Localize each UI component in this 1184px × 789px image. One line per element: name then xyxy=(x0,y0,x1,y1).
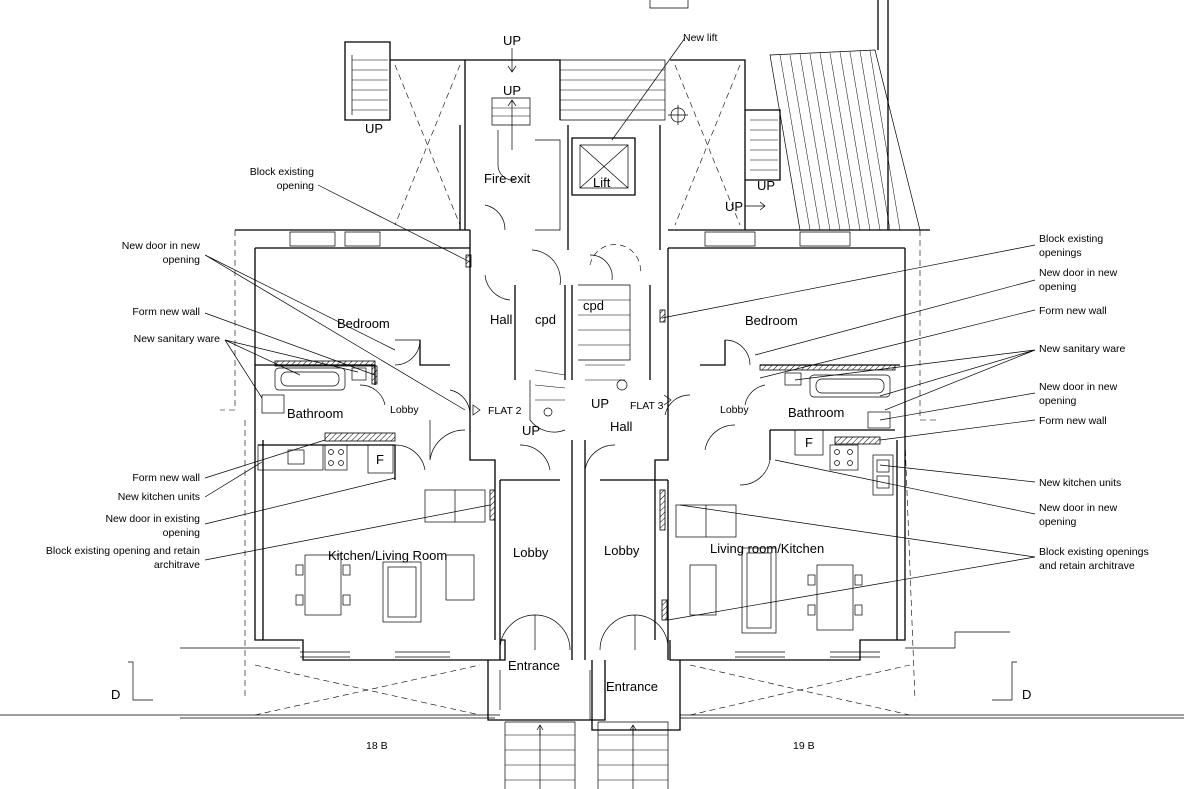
fixtures xyxy=(257,367,894,634)
note-new-door-existing-1: New door in existing xyxy=(105,513,200,525)
note-new-door-c-1: New door in new xyxy=(1039,502,1118,514)
note-block-existing-opening-2: opening xyxy=(277,180,315,192)
room-label-entrance-right: Entrance xyxy=(606,679,658,694)
note-form-new-wall-top: Form new wall xyxy=(132,306,200,318)
note-new-kitchen-units-right: New kitchen units xyxy=(1039,477,1121,489)
door-swings xyxy=(359,204,771,651)
tag-up-right-outer: UP xyxy=(725,199,743,214)
note-new-door-existing-2: opening xyxy=(163,527,201,539)
note-block-existing-opening-1: Block existing xyxy=(250,166,314,178)
tag-section-right: D xyxy=(1022,687,1031,702)
note-new-sanitary-ware-left: New sanitary ware xyxy=(134,333,221,345)
room-label-lobby-left: Lobby xyxy=(513,545,549,560)
room-label-lift: Lift xyxy=(593,175,611,190)
note-block-retain-right-2: and retain architrave xyxy=(1039,560,1135,572)
note-new-door-new-opening-2: opening xyxy=(163,254,201,266)
tag-up-right-stair: UP xyxy=(757,178,775,193)
note-form-new-wall-bottom: Form new wall xyxy=(132,472,200,484)
room-label-kitchen-living: Kitchen/Living Room xyxy=(328,548,447,563)
tag-up-left-stair: UP xyxy=(365,121,383,136)
room-label-cpd-right: cpd xyxy=(583,298,604,313)
tag-section-left: D xyxy=(111,687,120,702)
tag-fridge-left: F xyxy=(376,452,384,467)
room-label-fire-exit: Fire exit xyxy=(484,171,531,186)
tag-up-stair: UP xyxy=(503,83,521,98)
note-block-retain-1: Block existing opening and retain xyxy=(46,545,200,557)
room-label-living-kitchen: Living room/Kitchen xyxy=(710,541,824,556)
room-label-lobby-right: Lobby xyxy=(604,543,640,558)
room-label-entrance-left: Entrance xyxy=(508,658,560,673)
note-new-door-a-1: New door in new xyxy=(1039,267,1118,279)
tag-flat-2: FLAT 2 xyxy=(488,405,522,417)
room-label-lobby-small-right: Lobby xyxy=(720,404,749,416)
note-block-openings-1: Block existing xyxy=(1039,233,1103,245)
note-new-door-c-2: opening xyxy=(1039,516,1077,528)
tag-flat-3: FLAT 3 xyxy=(630,400,664,412)
note-new-door-b-2: opening xyxy=(1039,395,1077,407)
room-label-lobby-small-left: Lobby xyxy=(390,404,419,416)
room-label-bathroom-left: Bathroom xyxy=(287,406,343,421)
note-new-lift: New lift xyxy=(683,32,718,44)
central-stair xyxy=(529,244,641,433)
room-label-bedroom-left: Bedroom xyxy=(337,316,390,331)
room-label-cpd-left: cpd xyxy=(535,312,556,327)
annotations-right: Block existing openings New door in new … xyxy=(1039,233,1149,572)
arrows xyxy=(472,48,766,735)
room-label-hall-left: Hall xyxy=(490,312,513,327)
site-boundaries xyxy=(0,230,1184,789)
leader-lines xyxy=(204,37,1036,621)
building-walls xyxy=(235,125,930,731)
note-new-door-a-2: opening xyxy=(1039,281,1077,293)
note-new-door-new-opening-1: New door in new xyxy=(122,240,201,252)
annotations-left: Block existing opening New door in new o… xyxy=(46,166,314,571)
note-form-new-wall-a: Form new wall xyxy=(1039,305,1107,317)
tag-fridge-right: F xyxy=(805,435,813,450)
note-new-sanitary-ware-right: New sanitary ware xyxy=(1039,343,1126,355)
tag-unit-19b: 19 B xyxy=(793,740,815,752)
room-label-bedroom-right: Bedroom xyxy=(745,313,798,328)
room-label-bathroom-right: Bathroom xyxy=(788,405,844,420)
room-labels: Bedroom Bedroom Bathroom Bathroom Lobby … xyxy=(287,171,844,694)
tag-up-mid-left: UP xyxy=(522,423,540,438)
tag-up-mid-right: UP xyxy=(591,396,609,411)
note-block-retain-right-1: Block existing openings xyxy=(1039,546,1149,558)
note-new-kitchen-units-left: New kitchen units xyxy=(118,491,200,503)
room-label-hall-right: Hall xyxy=(610,419,633,434)
plan-tags: FLAT 2 FLAT 3 UP UP UP UP UP UP UP F F D… xyxy=(111,32,1031,752)
rear-stairs xyxy=(344,0,921,231)
note-new-door-b-1: New door in new xyxy=(1039,381,1118,393)
tag-up-top: UP xyxy=(503,33,521,48)
tag-unit-18b: 18 B xyxy=(366,740,388,752)
note-form-new-wall-b: Form new wall xyxy=(1039,415,1107,427)
note-block-openings-2: openings xyxy=(1039,247,1082,259)
note-block-retain-2: architrave xyxy=(154,559,200,571)
